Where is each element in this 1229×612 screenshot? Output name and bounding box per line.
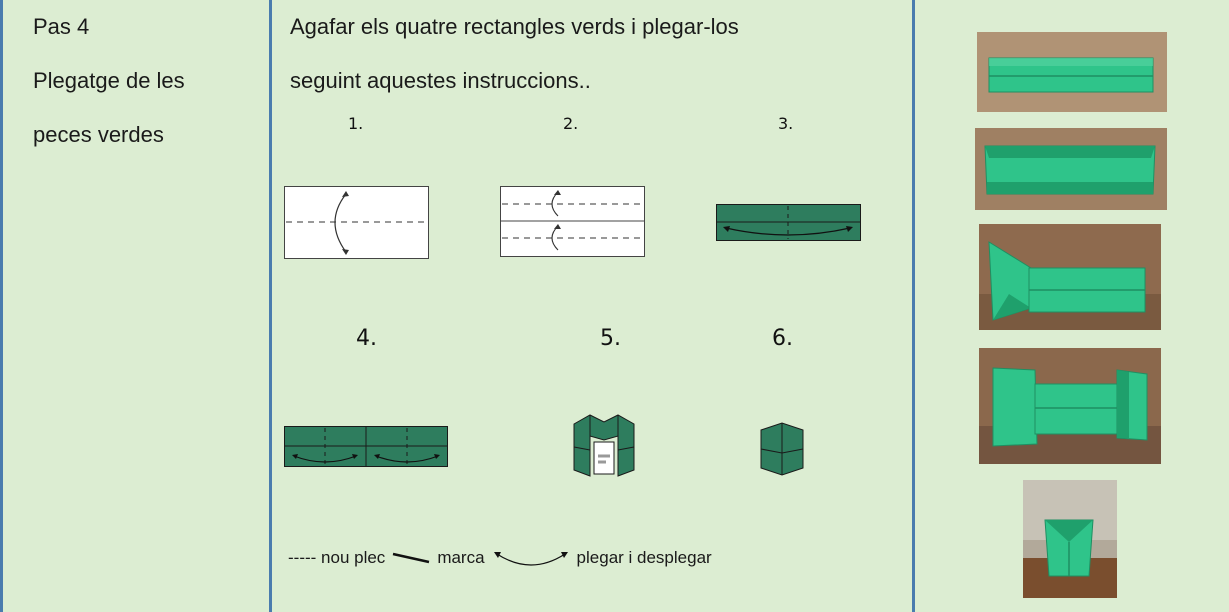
diagram-step-1 bbox=[284, 186, 429, 259]
step-4-number: 4. bbox=[356, 326, 377, 351]
photo-step-5 bbox=[1023, 480, 1117, 598]
legend-new-fold: ----- nou plec bbox=[288, 548, 386, 567]
step-6-number: 6. bbox=[772, 326, 793, 351]
step-title-line2: peces verdes bbox=[33, 122, 164, 147]
legend: ----- nou plec marca plegar i desplegar bbox=[288, 546, 712, 570]
legend-fold-unfold-arrow-icon bbox=[493, 552, 568, 566]
legend-mark-line-icon bbox=[393, 552, 430, 564]
photo-step-1 bbox=[977, 32, 1167, 112]
photo-step-4 bbox=[979, 348, 1161, 464]
step-1-number: 1. bbox=[348, 114, 364, 133]
instructions-cell: Agafar els quatre rectangles verds i ple… bbox=[272, 0, 915, 612]
step-label-cell: Pas 4 Plegatge de les peces verdes bbox=[0, 0, 272, 612]
diagram-step-2 bbox=[500, 186, 645, 257]
instruction-line1: Agafar els quatre rectangles verds i ple… bbox=[290, 14, 739, 39]
step-2-number: 2. bbox=[563, 114, 579, 133]
legend-mark: marca bbox=[437, 548, 485, 567]
photo-step-2 bbox=[975, 128, 1167, 210]
step-title-line1: Plegatge de les bbox=[33, 68, 185, 93]
diagram-step-3 bbox=[716, 204, 861, 241]
diagram-step-4 bbox=[284, 426, 448, 467]
instruction-line2: seguint aquestes instruccions.. bbox=[290, 68, 591, 93]
photos-cell bbox=[915, 0, 1229, 612]
photo-step-3 bbox=[979, 224, 1161, 330]
step-number: Pas 4 bbox=[33, 14, 90, 39]
step-3-number: 3. bbox=[778, 114, 794, 133]
diagram-step-6 bbox=[760, 422, 804, 476]
diagram-step-5 bbox=[573, 414, 635, 477]
legend-fold-unfold: plegar i desplegar bbox=[576, 548, 712, 567]
step-5-number: 5. bbox=[600, 326, 621, 351]
